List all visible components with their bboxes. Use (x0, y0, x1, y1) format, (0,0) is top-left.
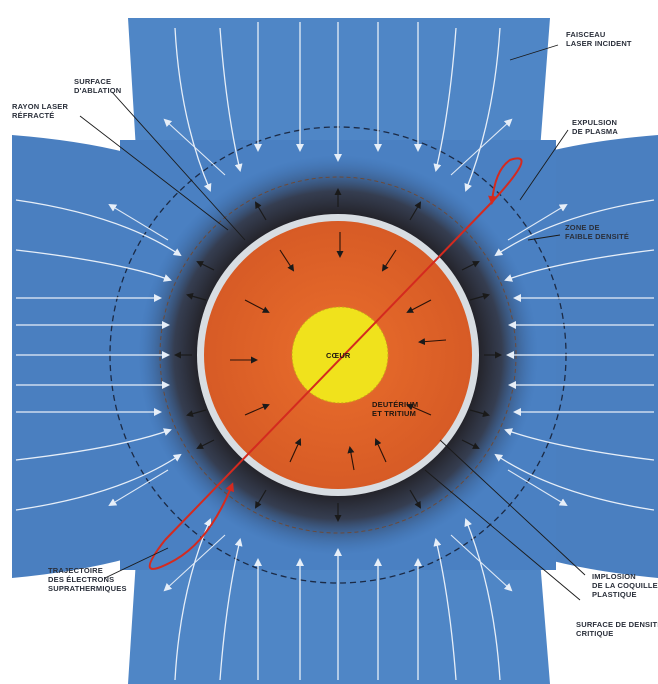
label-low-density-zone: ZONE DE FAIBLE DENSITÉ (565, 223, 629, 241)
label-shell-implosion-line1: IMPLOSION (592, 572, 636, 581)
label-ablation-surface-line1: SURFACE (74, 77, 112, 86)
plasma-expulsion-arrows (174, 188, 502, 522)
label-plasma-expulsion-line2: DE PLASMA (572, 127, 618, 136)
label-deuterium-tritium: DEUTÉRIUM ET TRITIUM (372, 400, 418, 418)
label-critical-density-surface-line2: CRITIQUE (576, 629, 614, 638)
label-electron-trajectory-line3: SUPRATHERMIQUES (48, 584, 127, 593)
label-shell-implosion: IMPLOSION DE LA COQUILLE PLASTIQUE (592, 572, 658, 599)
label-deuterium-tritium-line2: ET TRITIUM (372, 409, 417, 418)
label-plasma-expulsion-line1: EXPULSION (572, 118, 618, 127)
label-refracted-ray-line2: RÉFRACTÉ (12, 111, 55, 120)
label-shell-implosion-line3: PLASTIQUE (592, 590, 637, 599)
label-ablation-surface-line2: D'ABLATION (74, 86, 122, 95)
label-laser-beam-line2: LASER INCIDENT (566, 39, 632, 48)
label-critical-density-surface: SURFACE DE DENSITÉ CRITIQUE (576, 620, 658, 638)
label-electron-trajectory-line2: DES ÉLECTRONS (48, 575, 115, 584)
label-leader-lines (79, 44, 586, 601)
label-refracted-ray-line1: RAYON LASER (12, 102, 69, 111)
implosion-arrows (230, 232, 447, 471)
label-low-density-zone-line2: FAIBLE DENSITÉ (565, 232, 630, 241)
label-laser-beam: FAISCEAU LASER INCIDENT (566, 30, 632, 48)
incident-laser-rays (15, 22, 655, 681)
label-shell-implosion-line2: DE LA COQUILLE (592, 581, 658, 590)
label-electron-trajectory: TRAJECTOIRE DES ÉLECTRONS SUPRATHERMIQUE… (48, 566, 127, 593)
label-core: CŒUR (326, 351, 351, 360)
electron-trajectory (148, 157, 523, 570)
label-low-density-zone-line1: ZONE DE (565, 223, 600, 232)
label-laser-beam-line1: FAISCEAU (566, 30, 606, 39)
label-deuterium-tritium-line1: DEUTÉRIUM (372, 400, 419, 409)
label-plasma-expulsion: EXPULSION DE PLASMA (572, 118, 618, 136)
label-critical-density-surface-line1: SURFACE DE DENSITÉ (576, 620, 658, 629)
label-electron-trajectory-line1: TRAJECTOIRE (48, 566, 103, 575)
core-sphere (291, 306, 389, 404)
refracted-laser-rays (108, 118, 568, 592)
label-ablation-surface: SURFACE D'ABLATION (74, 77, 121, 95)
label-refracted-ray: RAYON LASER RÉFRACTÉ (12, 102, 68, 120)
